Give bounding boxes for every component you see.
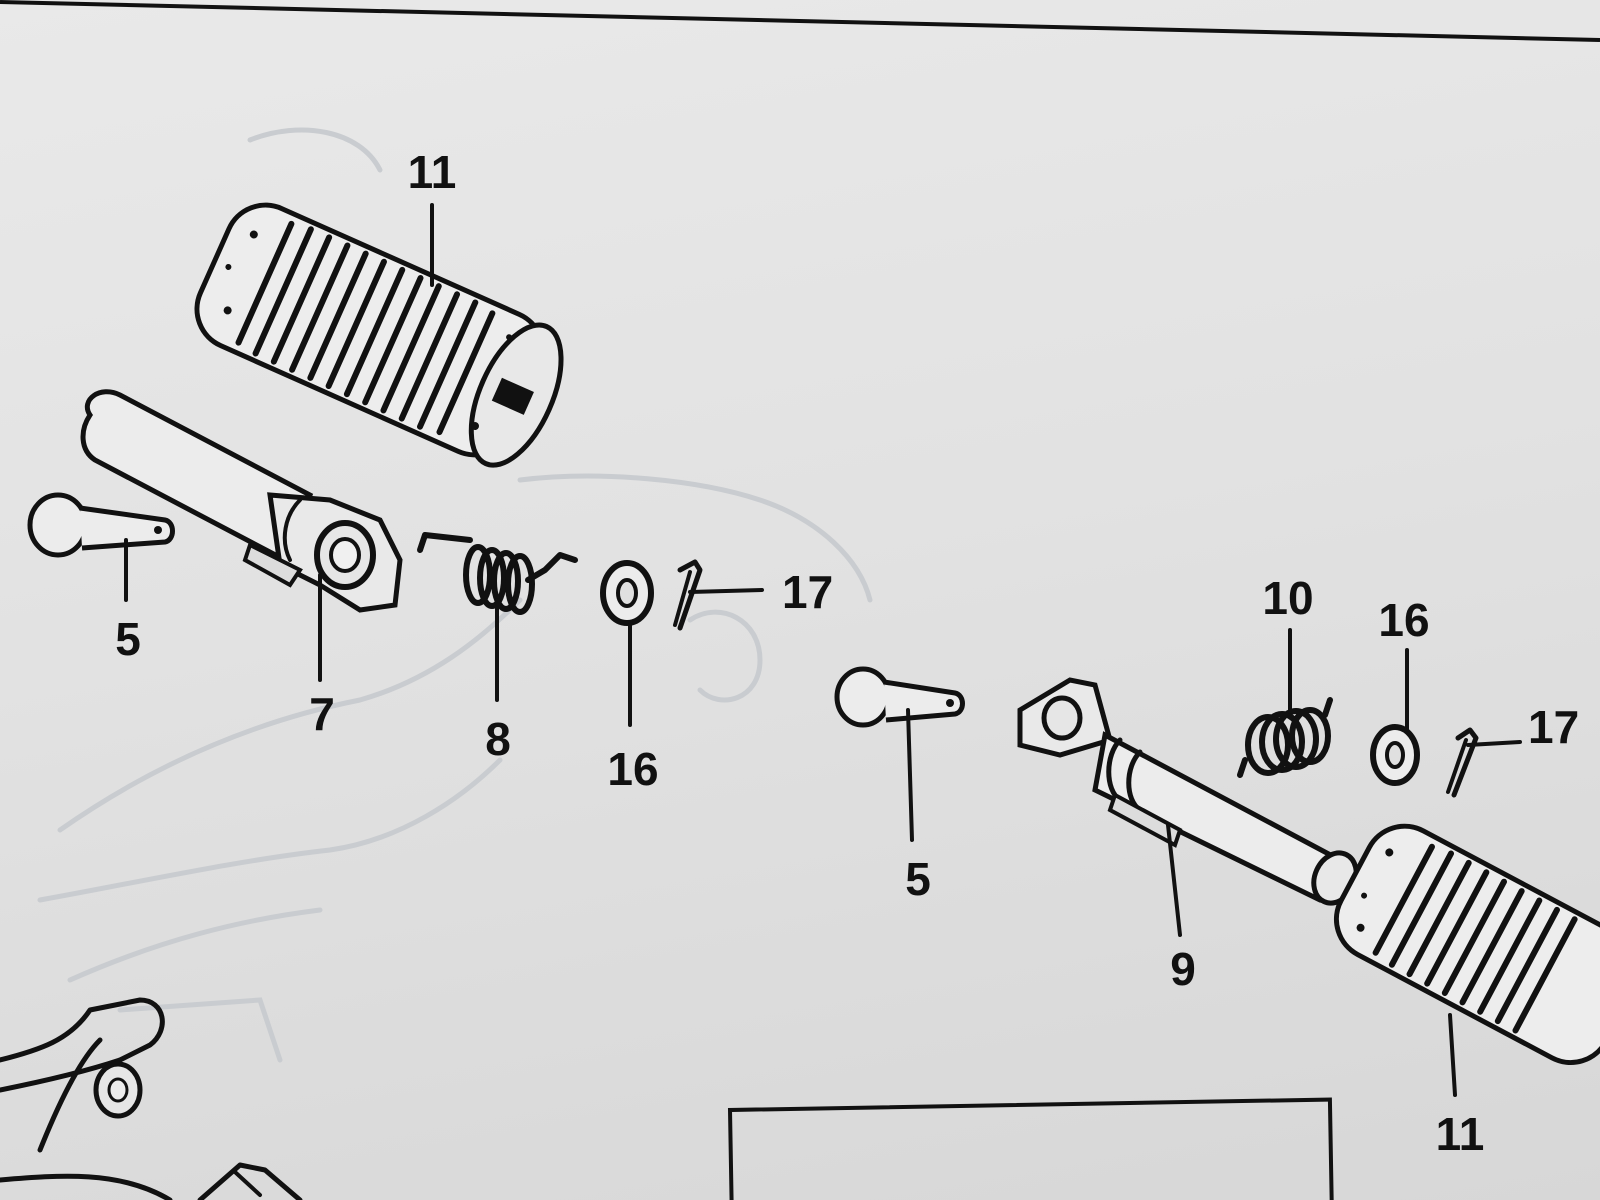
washer-left: [600, 560, 654, 626]
callout-5-right: 5: [905, 853, 931, 905]
leader-17-left: [688, 588, 764, 594]
bleed-through-ghost-lines: [37, 127, 873, 1063]
callout-8: 8: [485, 713, 511, 765]
footpeg-rubber-bottom: [1333, 823, 1600, 1065]
leader-11-bottom: [1448, 1013, 1457, 1097]
leader-17-right: [1466, 740, 1522, 747]
page-top-edge: [0, 0, 1600, 42]
pivot-pin-right: [834, 666, 965, 728]
cotter-pin-right: [1446, 727, 1479, 798]
callout-10: 10: [1262, 572, 1313, 624]
frame-partial-drawing: [0, 997, 303, 1200]
callout-17-right: 17: [1528, 701, 1579, 753]
return-spring-right: [1237, 697, 1333, 778]
parts-table-frame: [727, 1097, 1334, 1200]
leader-5-right: [906, 708, 914, 842]
leader-lines: [124, 203, 1522, 1097]
callout-16-right: 16: [1378, 594, 1429, 646]
footpeg-rubber-top: [194, 202, 564, 468]
callout-11-bottom: 11: [1436, 1108, 1485, 1160]
cotter-pin-left: [673, 559, 703, 631]
footpeg-arm-right: [1017, 677, 1359, 906]
footpeg-arm-left: [80, 389, 403, 613]
callout-11-top: 11: [408, 146, 457, 198]
callout-9: 9: [1170, 943, 1196, 995]
callout-16-left: 16: [607, 743, 658, 795]
callout-17-left: 17: [782, 566, 833, 618]
pivot-pin-left: [27, 492, 175, 558]
callout-5-left: 5: [115, 613, 141, 665]
callout-labels: 11 5 7 8 16 17 10 16 17 5 9 11: [115, 146, 1579, 1160]
leader-9: [1166, 823, 1182, 937]
callout-7: 7: [309, 688, 335, 740]
washer-right: [1370, 724, 1420, 786]
return-spring-left: [417, 532, 578, 615]
